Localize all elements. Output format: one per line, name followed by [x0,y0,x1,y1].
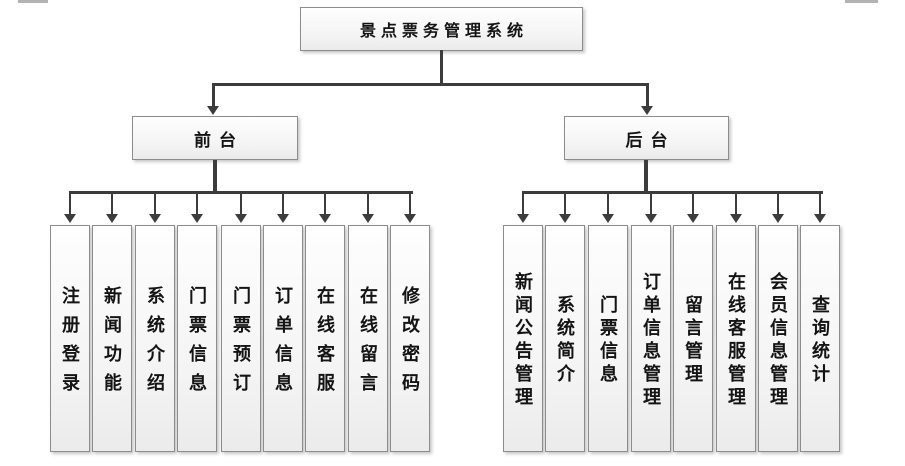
leaf-online-support: 在线客服 [305,225,345,452]
frontend-node: 前台 [132,116,298,160]
leaf-label: 新闻功能 [102,286,122,402]
arrow-down-icon [641,106,653,115]
leaf-news-notice-mgmt: 新闻公告管理 [503,225,543,452]
leaf-query-stats: 查询统计 [800,225,840,452]
leaf-order-info-mgmt: 订单信息管理 [631,225,671,452]
leaf-ticket-info-admin: 门票信息 [588,225,628,452]
leaf-label: 门票预订 [231,286,251,402]
leaf-label: 在线留言 [358,286,378,402]
leaf-label: 订单信息 [273,286,293,402]
connector-drop [154,193,156,214]
connector-frontend-rail [69,191,413,194]
connector-backend-rail [522,191,823,194]
arrow-down-icon [64,214,76,223]
backend-node: 后台 [564,116,729,160]
connector-drop-frontend [212,85,215,107]
arrow-down-icon [106,214,118,223]
leaf-change-password: 修改密码 [390,225,430,452]
arrow-down-icon [602,214,614,223]
connector-drop [564,193,566,214]
connector-drop [692,193,694,214]
root-node-label: 景点票务管理系统 [359,23,528,40]
frontend-node-label: 前台 [194,130,244,150]
arrow-down-icon [517,214,529,223]
leaf-label: 系统简介 [555,295,575,387]
leaf-system-brief: 系统简介 [545,225,585,452]
screenshot-artifact-right [845,0,878,3]
connector-drop [240,193,242,214]
leaf-ticket-booking: 门票预订 [221,225,261,452]
leaf-label: 门票信息 [187,286,207,402]
connector-root-stem [440,50,443,84]
leaf-label: 查询统计 [810,295,830,387]
root-node: 景点票务管理系统 [300,7,583,51]
arrow-down-icon [319,214,331,223]
arrow-down-icon [772,214,784,223]
leaf-label: 新闻公告管理 [513,272,533,410]
leaf-ticket-info: 门票信息 [177,225,217,452]
connector-frontend-stem [213,160,217,192]
arrow-down-icon [235,214,247,223]
arrow-down-icon [645,214,657,223]
arrow-down-icon [277,214,289,223]
leaf-label: 在线客服 [315,286,335,402]
leaf-label: 在线客服管理 [726,272,746,410]
connector-drop [650,193,652,214]
screenshot-artifact-left [18,0,48,3]
connector-drop [819,193,821,214]
leaf-member-info-mgmt: 会员信息管理 [758,225,798,452]
arrow-down-icon [191,214,203,223]
arrow-down-icon [687,214,699,223]
leaf-register-login: 注册登录 [50,225,90,452]
leaf-label: 修改密码 [400,286,420,402]
backend-node-label: 后台 [625,130,676,150]
arrow-down-icon [362,214,374,223]
leaf-label: 留言管理 [683,295,703,387]
connector-drop [522,193,524,214]
arrow-down-icon [149,214,161,223]
leaf-system-intro: 系统介绍 [135,225,175,452]
arrow-down-icon [814,214,826,223]
arrow-down-icon [559,214,571,223]
arrow-down-icon [207,106,219,115]
leaf-label: 会员信息管理 [768,272,788,410]
connector-drop [324,193,326,214]
connector-backend-stem [644,160,648,192]
leaf-message-mgmt: 留言管理 [673,225,713,452]
connector-drop-backend [646,85,649,107]
connector-drop [196,193,198,214]
leaf-label: 订单信息管理 [641,272,661,410]
leaf-label: 注册登录 [60,286,80,402]
connector-drop [111,193,113,214]
leaf-label: 门票信息 [598,295,618,387]
connector-drop [607,193,609,214]
arrow-down-icon [404,214,416,223]
leaf-label: 系统介绍 [145,286,165,402]
connector-drop [777,193,779,214]
connector-drop [367,193,369,214]
connector-drop [69,193,71,214]
leaf-news-feature: 新闻功能 [92,225,132,452]
arrow-down-icon [730,214,742,223]
leaf-order-info: 订单信息 [263,225,303,452]
connector-drop [282,193,284,214]
leaf-online-support-mgmt: 在线客服管理 [716,225,756,452]
leaf-online-message: 在线留言 [348,225,388,452]
connector-drop [409,193,411,214]
connector-drop [735,193,737,214]
connector-top-rail [212,83,649,86]
